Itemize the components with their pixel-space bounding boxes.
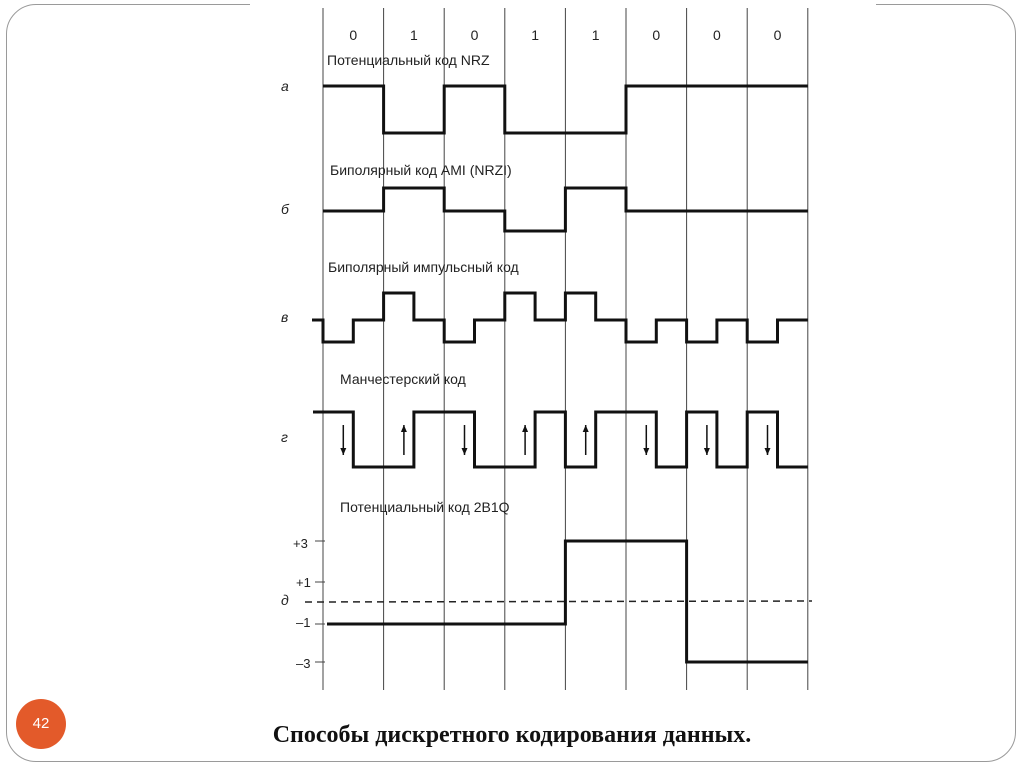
2b1q-signal <box>327 539 808 664</box>
top-border-gap <box>250 4 876 6</box>
bit-label: 0 <box>652 27 660 43</box>
level-label-plus1: +1 <box>296 575 311 590</box>
bit-label: 0 <box>471 27 479 43</box>
slide-caption: Способы дискретного кодирования данных. <box>272 722 752 748</box>
code-letter-a: а <box>281 78 289 94</box>
code-title-2b1q: Потенциальный код 2B1Q <box>340 499 510 515</box>
bit-label: 0 <box>774 27 782 43</box>
bipolar-pulse-signal <box>312 291 808 344</box>
level-label-minus1: –1 <box>296 615 310 630</box>
bit-label: 1 <box>592 27 600 43</box>
ami-signal <box>323 186 808 233</box>
code-title-bipolar-pulse: Биполярный импульсный код <box>328 259 519 275</box>
code-letter-v: в <box>281 309 288 325</box>
nrz-signal <box>323 84 808 135</box>
transition-arrowhead <box>703 448 710 455</box>
transition-arrowhead <box>522 425 529 432</box>
bit-label: 0 <box>349 27 357 43</box>
code-letter-g: г <box>281 429 288 445</box>
zero-reference-dashed <box>304 600 813 603</box>
level-label-plus3: +3 <box>293 536 308 551</box>
transition-arrowhead <box>340 448 347 455</box>
bit-label: 1 <box>531 27 539 43</box>
bit-labels: 0 1 0 1 1 0 0 0 <box>349 27 781 43</box>
bit-label: 0 <box>713 27 721 43</box>
code-letter-d: д <box>281 592 289 608</box>
code-letter-b: б <box>281 201 290 217</box>
transition-arrowhead <box>582 425 589 432</box>
manchester-signal <box>313 410 808 469</box>
bit-label: 1 <box>410 27 418 43</box>
transition-arrowhead <box>400 425 407 432</box>
transition-arrowhead <box>643 448 650 455</box>
slide-number-badge: 42 <box>16 699 66 749</box>
code-title-manchester: Манчестерский код <box>340 371 466 387</box>
code-title-nrz: Потенциальный код NRZ <box>327 52 490 68</box>
level-label-minus3: –3 <box>296 656 310 671</box>
transition-arrowhead <box>764 448 771 455</box>
signal-waveforms <box>304 84 813 664</box>
code-title-ami: Биполярный код AMI (NRZI) <box>330 162 512 178</box>
transition-arrowhead <box>461 448 468 455</box>
slide-frame <box>6 4 1016 762</box>
